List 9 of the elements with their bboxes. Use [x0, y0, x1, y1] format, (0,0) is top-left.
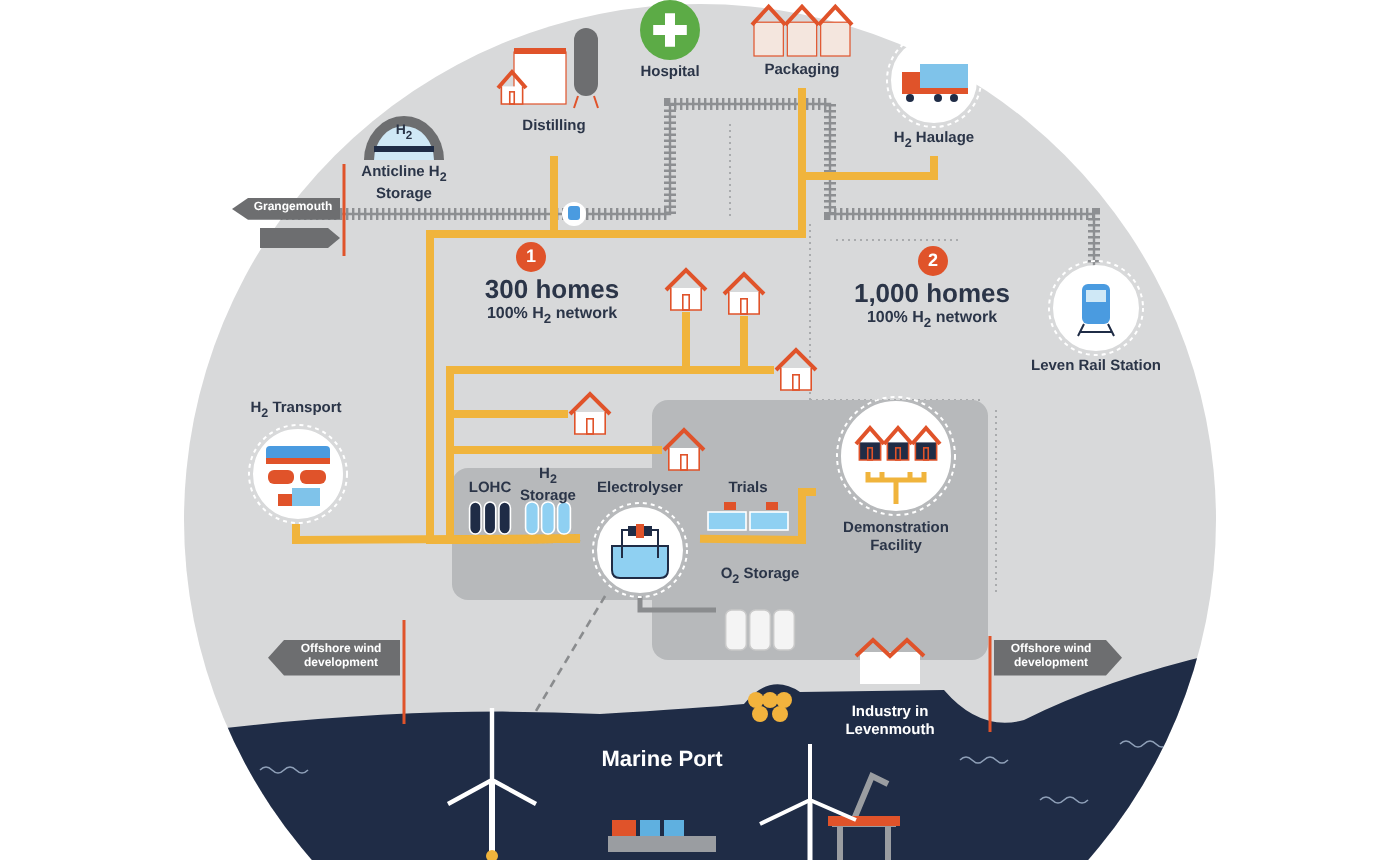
pipeline — [292, 524, 581, 545]
node-label: 300 homes — [484, 276, 620, 305]
node-label: 1,000 homes — [853, 280, 1011, 309]
node-sublabel: 100% H$_{2}$ network — [866, 308, 998, 334]
pipeline — [699, 488, 816, 545]
cable-line — [534, 595, 607, 712]
node-sublabel: 100% H$_{2}$ network — [486, 304, 618, 330]
pipeline — [637, 596, 716, 613]
node-label: Marine Port — [601, 748, 723, 774]
